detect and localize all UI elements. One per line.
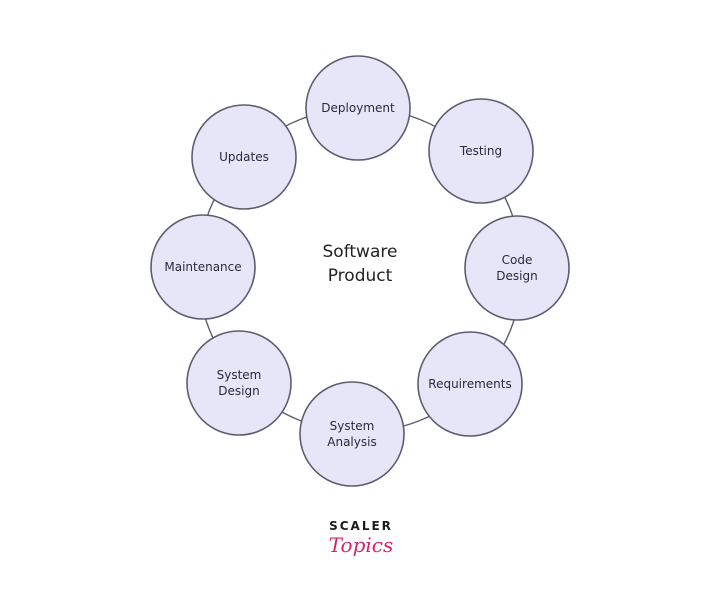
node-label: Maintenance (164, 260, 241, 274)
node-label: Requirements (428, 377, 511, 391)
node-maintenance: Maintenance (150, 214, 256, 320)
node-label: Analysis (327, 435, 376, 449)
node-code-design: Code Design (464, 215, 570, 321)
node-label: Testing (459, 144, 502, 158)
node-label: Design (496, 269, 537, 283)
node-label: Design (218, 384, 259, 398)
node-requirements: Requirements (417, 331, 523, 437)
center-line-2: Product (328, 266, 393, 286)
node-deployment: Deployment (305, 55, 411, 161)
node-label: Deployment (321, 101, 395, 115)
node-label: Code (502, 253, 533, 267)
center-line-1: Software (323, 242, 398, 262)
node-label: Updates (219, 150, 269, 164)
logo-bottom: Topics (329, 533, 394, 557)
logo-top: SCALER (329, 519, 393, 533)
center-label: Software Product (323, 242, 398, 286)
node-updates: Updates (191, 104, 297, 210)
node-system-design: System Design (186, 330, 292, 436)
node-label: System (217, 368, 262, 382)
node-label: System (330, 419, 375, 433)
scaler-topics-logo: SCALER Topics (329, 519, 394, 557)
node-testing: Testing (428, 98, 534, 204)
node-system-analysis: System Analysis (299, 381, 405, 487)
